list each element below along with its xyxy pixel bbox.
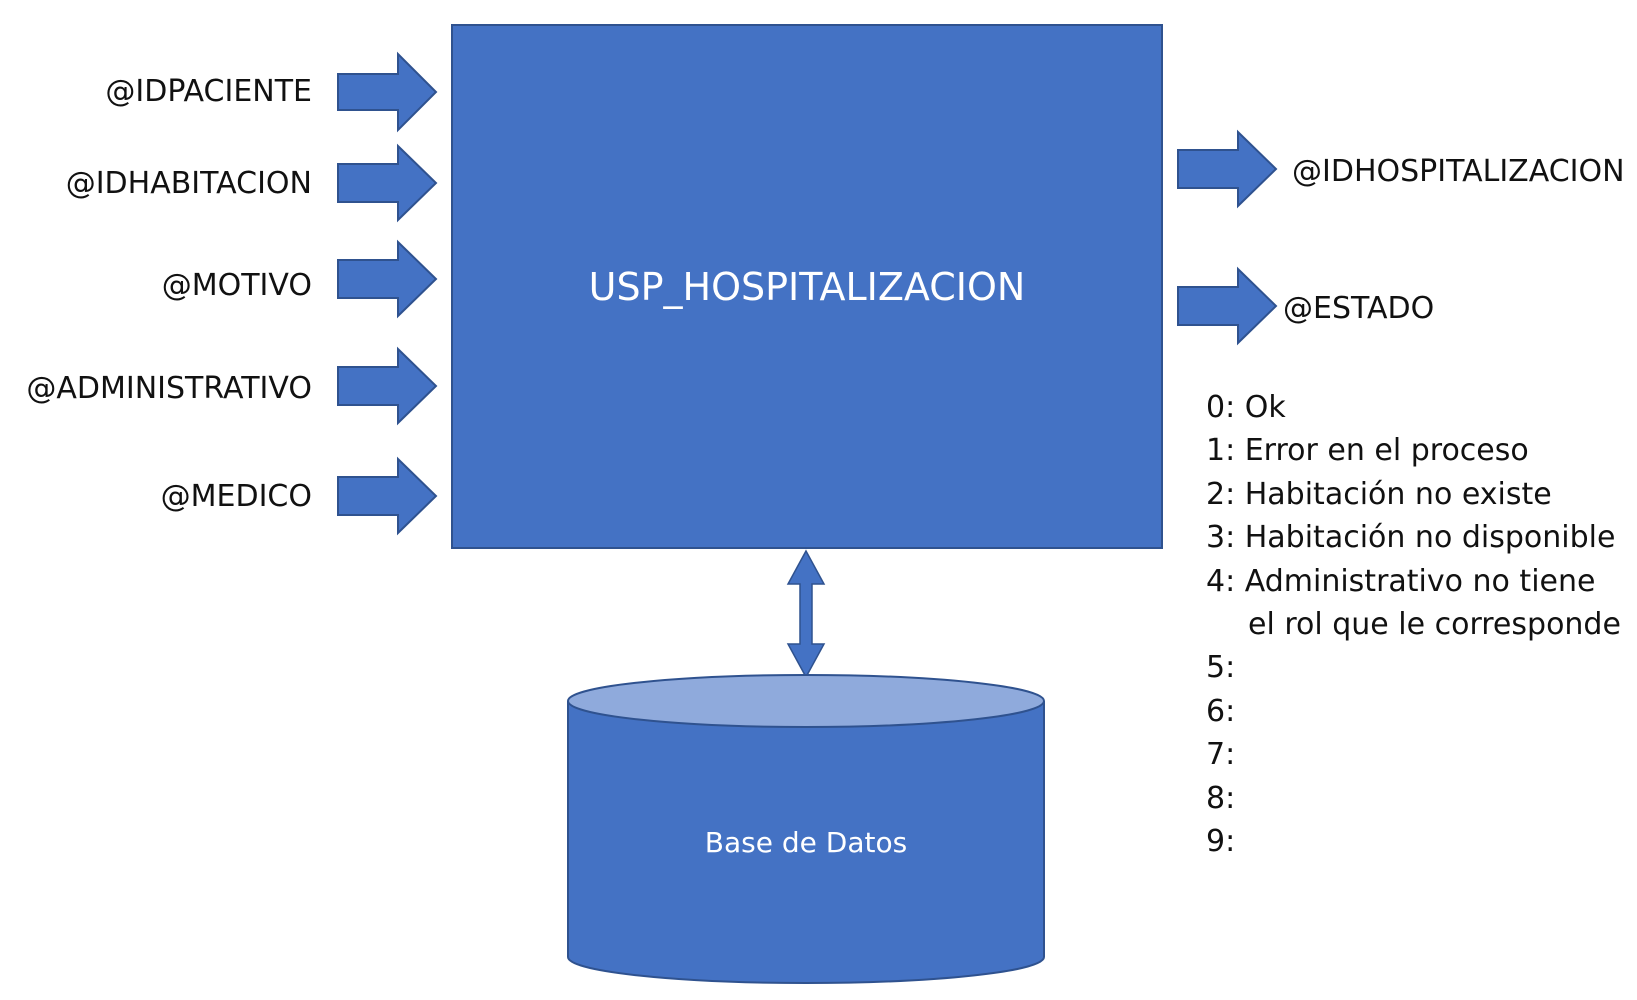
input-arrow-idpaciente bbox=[337, 51, 438, 133]
input-arrow-administrativo bbox=[337, 346, 438, 426]
status-code-item-continuation: el rol que le corresponde bbox=[1248, 606, 1621, 642]
procedure-box bbox=[451, 24, 1163, 549]
input-arrow-motivo bbox=[337, 239, 438, 319]
output-arrow-estado bbox=[1177, 266, 1278, 346]
output-label-idhospitalizacion: @IDHOSPITALIZACION bbox=[1292, 154, 1625, 189]
status-code-item: 4: Administrativo no tiene bbox=[1206, 563, 1596, 599]
database-label: Base de Datos bbox=[704, 826, 908, 859]
status-code-item: 6: bbox=[1206, 693, 1236, 729]
input-label-idpaciente: @IDPACIENTE bbox=[105, 74, 312, 109]
input-label-medico: @MEDICO bbox=[160, 479, 312, 514]
procedure-name: USP_HOSPITALIZACION bbox=[588, 265, 1026, 309]
status-code-item: 8: bbox=[1206, 780, 1236, 816]
input-label-motivo: @MOTIVO bbox=[161, 268, 312, 303]
input-label-administrativo: @ADMINISTRATIVO bbox=[26, 371, 312, 406]
status-code-list: 0: Ok 1: Error en el proceso 2: Habitaci… bbox=[1206, 386, 1621, 863]
output-label-estado: @ESTADO bbox=[1283, 291, 1435, 326]
input-arrow-medico bbox=[337, 456, 438, 536]
status-code-item: 9: bbox=[1206, 823, 1236, 859]
db-connection-arrow bbox=[786, 549, 826, 679]
status-code-item: 2: Habitación no existe bbox=[1206, 476, 1552, 512]
input-arrow-idhabitacion bbox=[337, 143, 438, 223]
database-cylinder-body bbox=[567, 701, 1045, 984]
database-cylinder-top bbox=[567, 674, 1045, 728]
status-code-item: 7: bbox=[1206, 737, 1236, 773]
input-label-idhabitacion: @IDHABITACION bbox=[65, 166, 312, 201]
output-arrow-idhospitalizacion bbox=[1177, 129, 1278, 209]
status-code-item: 3: Habitación no disponible bbox=[1206, 520, 1616, 556]
status-code-item: 1: Error en el proceso bbox=[1206, 433, 1529, 469]
status-code-item: 0: Ok bbox=[1206, 390, 1286, 425]
status-code-item: 5: bbox=[1206, 650, 1236, 686]
